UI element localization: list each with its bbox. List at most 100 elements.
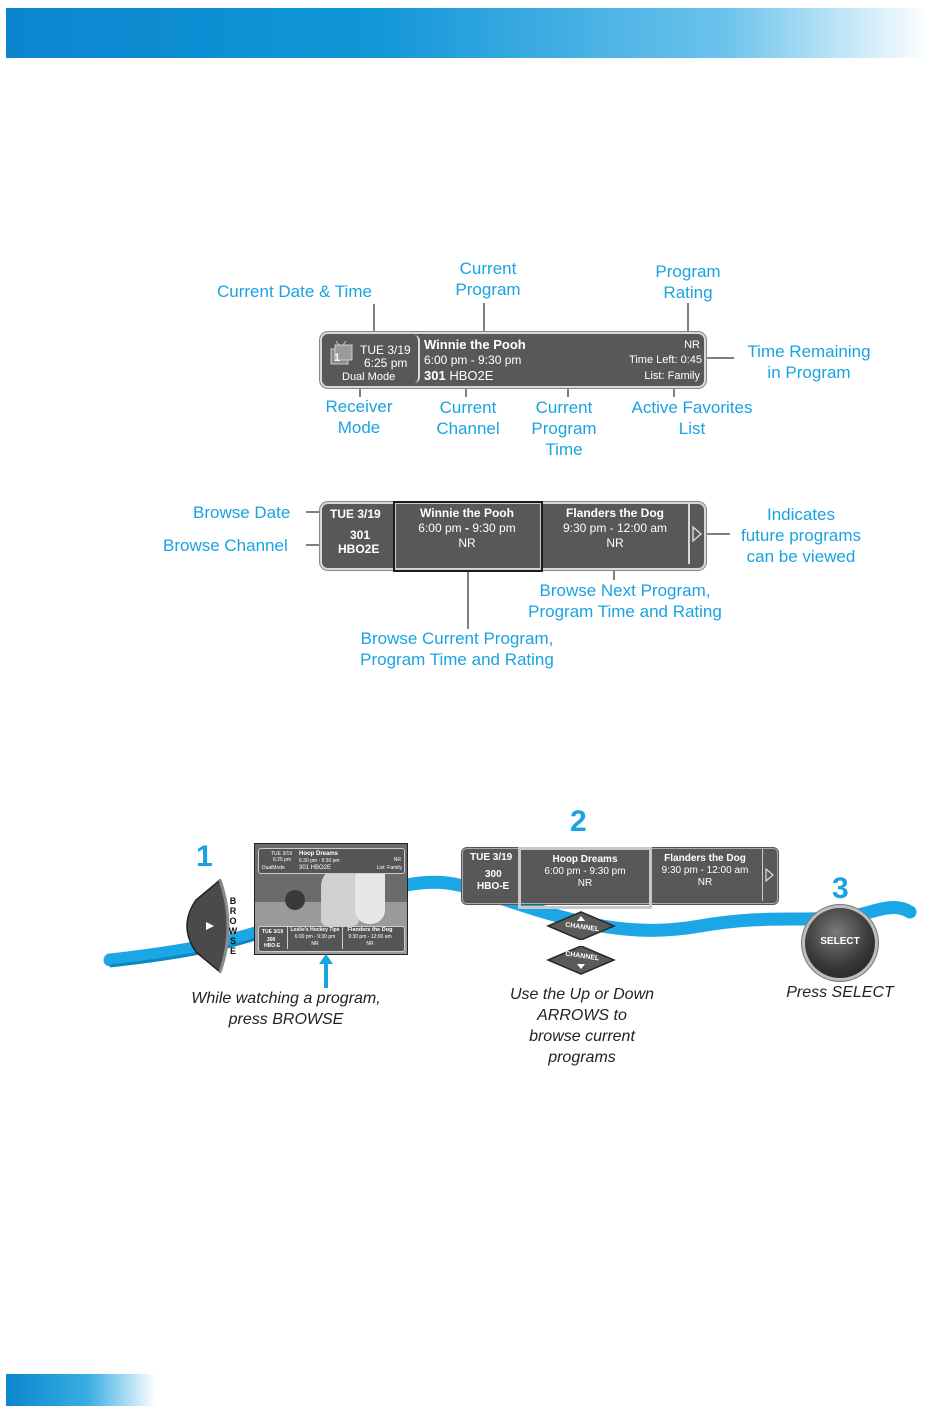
s2-channel-number: 300: [485, 869, 502, 880]
step-2-banner: TUE 3/19 300 HBO-E Hoop Dreams 6:00 pm -…: [462, 847, 778, 909]
callout-current-channel: Current Channel: [426, 397, 510, 439]
browse-button-label: B R O W S E: [228, 896, 238, 956]
step-2-caption: Use the Up or Down ARROWS to browse curr…: [482, 984, 682, 1068]
channel-down-button[interactable]: CHANNEL: [546, 945, 616, 976]
mini-date: TUE 3/19: [271, 851, 293, 857]
caption-line: While watching a program,: [191, 990, 381, 1007]
mini-b-next: Flanders the Dog 9:30 pm - 12:00 am NR: [343, 927, 397, 949]
mini-browse-banner: TUE 3/19 300 HBO-E Leslie's Hockey Tips …: [258, 926, 405, 952]
right-arrow-icon: [765, 867, 774, 883]
receiver-mode: Dual Mode: [342, 371, 396, 383]
channel-name: HBO2E: [449, 368, 494, 383]
header-bar: [6, 8, 930, 58]
mini-b-next-time: 9:30 pm - 12:00 am: [348, 934, 392, 940]
s2-current-program[interactable]: Hoop Dreams 6:00 pm - 9:30 pm NR: [518, 847, 652, 909]
callout-line: Rating: [663, 283, 713, 302]
basketball: [285, 890, 305, 910]
callout-line: in Program: [767, 363, 851, 382]
select-button[interactable]: SELECT: [805, 908, 875, 978]
future-arrow[interactable]: [688, 504, 704, 564]
callout-active-favorites: Active Favorites List: [620, 397, 764, 439]
s2-future-arrow[interactable]: [762, 849, 776, 901]
callout-time-remaining: Time Remaining in Program: [737, 341, 881, 383]
callout-line: Channel: [436, 419, 500, 438]
s2-date: TUE 3/19: [470, 852, 513, 863]
callout-line: Current: [439, 398, 497, 417]
tv-screenshot: TUE 3/19 6:25 pm DualMode Hoop Dreams 6:…: [254, 843, 408, 955]
browse-next-program[interactable]: Flanders the Dog 9:30 pm - 12:00 am NR: [542, 506, 688, 550]
mini-b-current: Leslie's Hockey Tips 6:00 pm - 9:30 pm N…: [287, 927, 343, 949]
program-time: 6:00 pm - 9:30 pm: [424, 353, 522, 367]
label-letter: W: [228, 926, 238, 936]
callout-line: Program Time and Rating: [528, 602, 722, 621]
s2-next-title: Flanders the Dog: [664, 853, 746, 864]
mini-b-current-time: 6:00 pm - 9:30 pm: [294, 934, 336, 940]
browse-button-graphic: [186, 878, 230, 974]
browse-current-program[interactable]: [393, 501, 543, 572]
callout-browse-current: Browse Current Program, Program Time and…: [345, 628, 569, 670]
channel-up-button[interactable]: CHANNEL: [546, 910, 616, 941]
mini-rating: NR: [393, 857, 401, 863]
mini-b-next-rating: NR: [366, 941, 374, 947]
date-panel-divider: [414, 335, 420, 383]
callout-line: Receiver: [325, 397, 393, 416]
channel-number: 301: [424, 368, 446, 383]
program-title: Winnie the Pooh: [424, 337, 526, 352]
current-program-title: Winnie the Pooh: [420, 506, 514, 520]
label-letter: O: [229, 916, 237, 926]
current-time-end: 9:30 pm: [472, 521, 516, 535]
callout-future-programs: Indicates future programs can be viewed: [730, 504, 872, 567]
caption-line: programs: [548, 1049, 616, 1066]
tv-icon-graphic: [330, 340, 353, 365]
s2-current-time: 6:00 pm - 9:30 pm: [544, 866, 626, 877]
channel-up-graphic: [546, 911, 616, 941]
current-time-start: 6:00 pm: [418, 521, 462, 535]
current-time-sep: -: [465, 521, 469, 535]
callout-program-rating: Program Rating: [644, 261, 732, 303]
banner-date: TUE 3/19: [360, 343, 411, 357]
mini-info-banner: TUE 3/19 6:25 pm DualMode Hoop Dreams 6:…: [258, 848, 405, 874]
callout-browse-next: Browse Next Program, Program Time and Ra…: [512, 580, 738, 622]
mini-b-next-title: Flanders the Dog: [347, 927, 393, 933]
browse-button[interactable]: [176, 878, 246, 974]
browse-banner: TUE 3/19 301 HBO2E Winnie the Pooh 6:00 …: [320, 501, 706, 572]
s2-current-title: Hoop Dreams: [552, 854, 618, 865]
label-letter: S: [229, 936, 236, 946]
label-letter: B: [229, 896, 237, 906]
callout-line: Program Time and Rating: [360, 650, 554, 669]
s2-current-rating: NR: [577, 878, 593, 889]
step-3-number: 3: [832, 872, 849, 905]
callout-line: Mode: [337, 418, 381, 437]
mini-b-current-title: Leslie's Hockey Tips: [290, 927, 340, 933]
label-letter: R: [229, 906, 237, 916]
mini-time: 6:30 pm - 9:30 pm: [299, 858, 340, 864]
s2-next-time: 9:30 pm - 12:00 am: [661, 865, 749, 876]
callout-line: List: [678, 419, 706, 438]
callout-current-program-time: Current Program Time: [522, 397, 606, 460]
right-arrow-icon: [692, 525, 703, 543]
step-1-number: 1: [196, 840, 213, 873]
callout-line: Program: [531, 419, 597, 438]
callout-line: Program: [655, 262, 721, 281]
mini-b-channel-number: 300: [267, 937, 276, 943]
callout-line: future programs: [741, 526, 861, 545]
mini-b-channel-name: HBO-E: [264, 943, 281, 949]
callout-line: Time Remaining: [747, 342, 871, 361]
s2-channel-name: HBO-E: [477, 881, 510, 892]
channel: 301 HBO2E: [424, 368, 493, 383]
s2-next-program[interactable]: Flanders the Dog 9:30 pm - 12:00 am NR: [649, 852, 761, 889]
callout-date-time: Current Date & Time: [217, 282, 372, 301]
program-rating: NR: [684, 339, 700, 351]
browse-channel-number: 301: [350, 528, 371, 542]
mini-title: Hoop Dreams: [299, 851, 339, 857]
caption-line: browse current: [529, 1028, 635, 1045]
banner-time: 6:25 pm: [364, 356, 408, 370]
mini-list: List: Family: [376, 865, 402, 871]
up-arrow-icon: [319, 954, 333, 988]
player-figure: [321, 868, 359, 926]
next-program-rating: NR: [606, 536, 624, 550]
callout-browse-channel: Browse Channel: [163, 536, 288, 555]
tv-icon: 1: [330, 340, 353, 365]
label-letter: E: [229, 946, 236, 956]
callout-browse-date: Browse Date: [193, 503, 291, 522]
